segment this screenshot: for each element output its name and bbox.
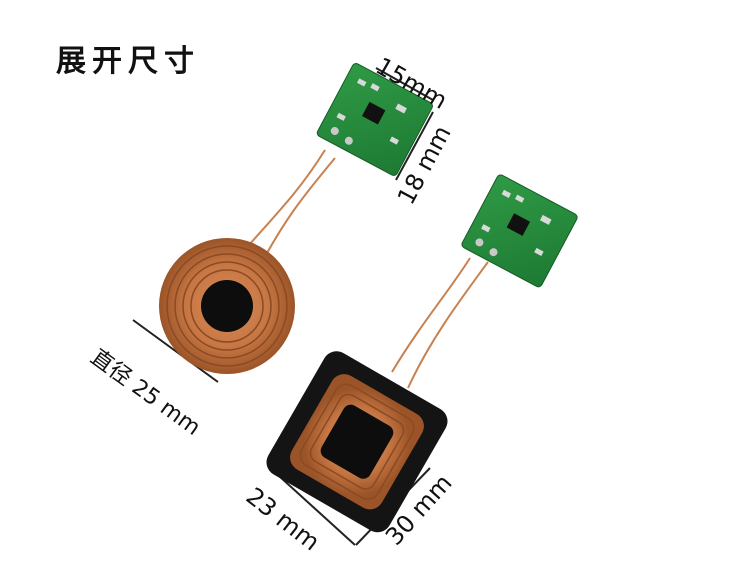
rectangular-coil (266, 257, 489, 533)
round-coil (159, 149, 336, 374)
pcb-board-upper (316, 63, 433, 176)
pcb-board-lower (461, 174, 578, 288)
page-title: 展开尺寸 (56, 44, 200, 79)
